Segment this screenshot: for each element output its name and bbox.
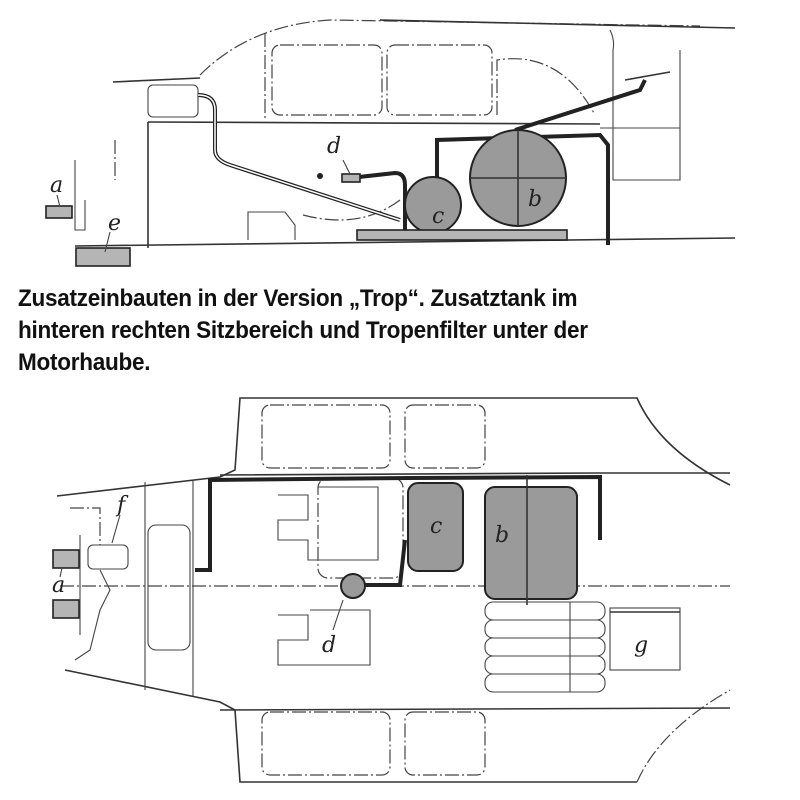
tank-c	[407, 482, 464, 572]
label-b: b	[495, 523, 509, 548]
label-leaders	[59, 514, 344, 631]
caption-line-1: Zusatzeinbauten in der Version „Trop“. Z…	[18, 285, 578, 312]
label-a: a	[50, 173, 63, 198]
seat-curve	[302, 199, 401, 221]
label-c: c	[430, 514, 442, 539]
intake-bracket	[74, 160, 86, 231]
label-a: a	[52, 573, 65, 598]
roof-line	[379, 19, 736, 29]
hood-line	[112, 77, 201, 83]
fuel-pipe-main	[197, 93, 401, 222]
rear-panel	[609, 29, 681, 181]
air-intake-a-lower	[52, 599, 80, 619]
roof-outline	[199, 19, 701, 76]
filter-f	[87, 544, 129, 570]
fuel-line-top	[195, 476, 411, 572]
window-front-right	[261, 711, 391, 776]
filter-outline	[70, 507, 101, 545]
side-view-svg: a e d c b	[45, 19, 736, 267]
fuel-line-d	[350, 539, 407, 587]
seat-outline	[317, 477, 404, 579]
tank-b	[484, 486, 578, 600]
caption-line-3: Motorhaube.	[18, 349, 151, 376]
tank-b-cross	[470, 130, 566, 226]
filter-e	[75, 247, 131, 267]
window-rear-left	[404, 404, 486, 469]
valve-d-knob	[317, 173, 323, 179]
label-b: b	[528, 187, 542, 212]
tank-mount-rail	[356, 229, 568, 241]
caption-line-2: hinteren rechten Sitzbereich und Tropenf…	[18, 317, 588, 344]
filler-neck	[624, 71, 671, 81]
filler-pipe	[514, 79, 647, 132]
belt-line	[147, 121, 601, 125]
front-seat	[247, 211, 296, 240]
body-outline-top	[56, 397, 731, 497]
label-d: d	[327, 134, 341, 159]
box-g	[609, 607, 681, 671]
air-intake-a	[45, 205, 73, 219]
air-intake-a-upper	[52, 549, 80, 569]
rear-curve-bottom	[636, 689, 731, 783]
floor-line	[74, 237, 736, 247]
luggage-stack	[484, 601, 606, 693]
window-middle	[386, 44, 493, 116]
window-front	[271, 44, 383, 116]
fuel-pipe-b	[435, 132, 610, 245]
top-view-svg: f a d c b g	[52, 397, 731, 783]
fuel-line-rear	[409, 474, 602, 540]
figure-caption: Zusatzeinbauten in der Version „Trop“. Z…	[18, 283, 782, 379]
label-f: f	[115, 493, 129, 518]
label-leaders	[56, 159, 351, 253]
label-g: g	[634, 633, 648, 658]
engine-outline	[74, 569, 111, 661]
window-front-left	[261, 404, 391, 469]
window-rear-right	[404, 711, 486, 776]
firewall-lines	[144, 480, 194, 696]
label-e: e	[108, 211, 121, 236]
seat-front-right	[277, 609, 371, 666]
radiator	[147, 524, 191, 651]
window-rear	[496, 58, 596, 116]
fuel-pipe-d	[349, 170, 407, 230]
side-view-drawing: a e d c b	[0, 0, 800, 270]
side-line-top	[219, 472, 730, 476]
engine-box	[147, 84, 199, 118]
side-line-bottom	[219, 707, 731, 711]
label-c: c	[432, 204, 444, 229]
fuel-pipe-main-inner	[197, 94, 401, 221]
seat-front-left	[277, 486, 379, 561]
valve-d	[340, 573, 366, 599]
label-d: d	[322, 633, 336, 658]
valve-d	[341, 173, 361, 183]
body-outline-bottom	[64, 669, 637, 783]
top-view-drawing: f a d c b g	[0, 390, 800, 800]
